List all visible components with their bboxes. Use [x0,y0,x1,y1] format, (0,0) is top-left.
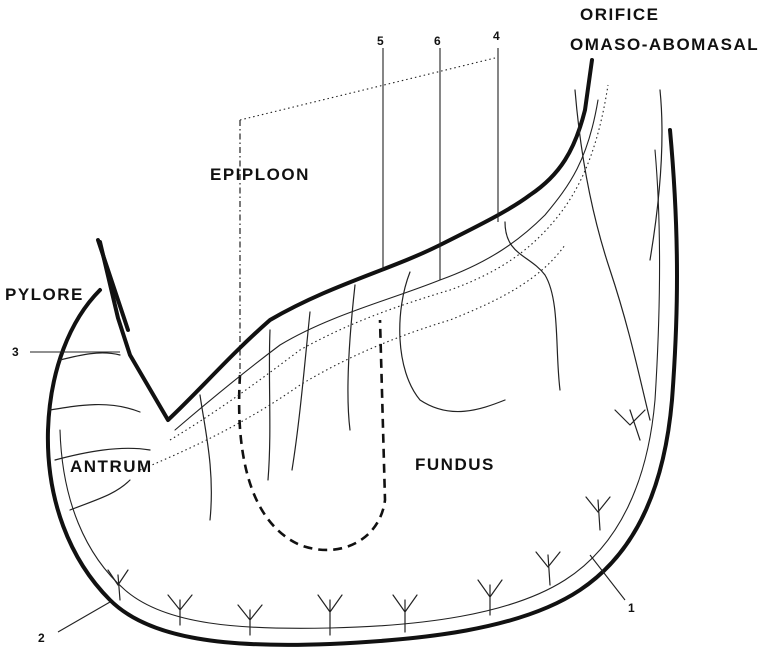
vessel-antrum-2 [50,405,140,412]
epiploon-dotted-top-line [240,58,495,120]
number-5: 5 [377,34,384,48]
number-1: 1 [628,601,635,615]
vessel-6 [505,222,560,390]
greater-branch-7 [536,552,560,585]
greater-branch-8 [586,497,610,530]
vessel-1 [200,395,211,520]
inner-vessel-line-c [140,245,565,470]
greater-branch-6 [478,580,502,615]
inner-vessel-line-b [170,85,608,440]
fundus-label: FUNDUS [415,455,495,474]
epiploon-label: EPIPLOON [210,165,310,184]
pylorus-stub [98,240,128,330]
orifice-label: ORIFICE [580,5,659,24]
vessel-8 [650,90,662,260]
vessel-3 [292,312,310,470]
omaso-abomasal-label: OMASO-ABOMASAL [570,35,759,54]
vessel-5 [400,272,505,412]
antrum-label: ANTRUM [70,457,153,476]
number-2: 2 [38,631,45,645]
number-6: 6 [434,34,441,48]
number-4: 4 [493,29,500,43]
vessel-antrum-1 [60,353,120,360]
greater-branch-4 [318,595,342,635]
leader-2 [58,602,110,632]
greater-branch-3 [238,605,262,635]
greater-branch-9 [615,410,645,440]
vessel-antrum-4 [70,480,130,510]
lesser-curvature-outline [100,60,592,420]
vessel-7 [575,90,650,420]
epiploon-dashed-fold [239,320,385,550]
greater-branch-2 [168,595,192,625]
number-3: 3 [12,345,19,359]
greater-branch-1 [108,570,128,600]
pylore-label: PYLORE [5,285,84,304]
greater-branch-5 [393,595,417,632]
